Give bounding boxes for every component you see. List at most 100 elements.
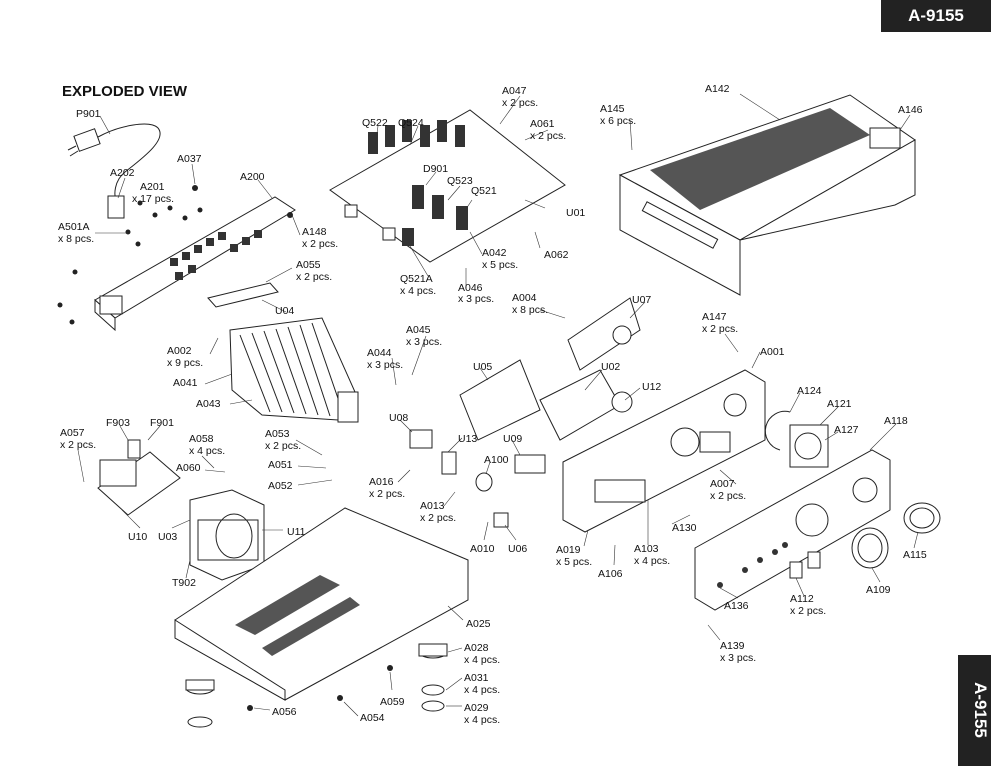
label-a058: A058 xyxy=(189,433,214,445)
label-a124: A124 xyxy=(797,385,822,397)
label-u02: U02 xyxy=(601,361,620,373)
label-u13: U13 xyxy=(458,433,477,445)
label-a060: A060 xyxy=(176,462,201,474)
part-labels: P901 A202 A037 A201 x 17 pcs. A200 A501A… xyxy=(58,83,927,726)
label-a136: A136 xyxy=(724,600,749,612)
label-a057: A057 xyxy=(60,427,85,439)
qty-a061: x 2 pcs. xyxy=(530,130,566,142)
label-f903: F903 xyxy=(106,417,130,429)
knob-a112-drawing xyxy=(789,551,821,579)
label-a010: A010 xyxy=(470,543,495,555)
label-a130: A130 xyxy=(672,522,697,534)
transformer-drawing xyxy=(189,489,265,581)
qty-a044: x 3 pcs. xyxy=(367,359,403,371)
qty-a103: x 4 pcs. xyxy=(634,555,670,567)
screws-rear-drawing xyxy=(57,185,293,325)
knob-base-a121-drawing xyxy=(789,424,829,468)
label-u04: U04 xyxy=(275,305,294,317)
label-a051: A051 xyxy=(268,459,293,471)
label-a031: A031 xyxy=(464,672,489,684)
label-a059: A059 xyxy=(380,696,405,708)
qty-a501a: x 8 pcs. xyxy=(58,233,94,245)
label-q524: Q524 xyxy=(398,117,424,129)
label-a145: A145 xyxy=(600,103,625,115)
label-f901: F901 xyxy=(150,417,174,429)
label-a046: A046 xyxy=(458,282,483,294)
main-pcb-drawing xyxy=(329,109,566,263)
feet-drawing xyxy=(185,643,448,728)
fuse-board-drawing xyxy=(97,439,181,516)
label-a002: A002 xyxy=(167,345,192,357)
label-q521a: Q521A xyxy=(400,273,433,285)
label-a041: A041 xyxy=(173,377,198,389)
label-a044: A044 xyxy=(367,347,392,359)
label-a054: A054 xyxy=(360,712,385,724)
label-a148: A148 xyxy=(302,226,327,238)
label-a037: A037 xyxy=(177,153,202,165)
label-a147: A147 xyxy=(702,311,727,323)
qty-a201: x 17 pcs. xyxy=(132,193,174,205)
qty-a053: x 2 pcs. xyxy=(265,440,301,452)
qty-a148: x 2 pcs. xyxy=(302,238,338,250)
heat-sink-drawing xyxy=(207,282,359,423)
leader-lines xyxy=(77,93,919,717)
label-a028: A028 xyxy=(464,642,489,654)
knob-a115-drawing xyxy=(903,502,941,534)
label-a045: A045 xyxy=(406,324,431,336)
model-badge-side: A-9155 xyxy=(958,655,991,766)
label-a001: A001 xyxy=(760,346,785,358)
qty-a145: x 6 pcs. xyxy=(600,115,636,127)
qty-a002: x 9 pcs. xyxy=(167,357,203,369)
label-a112: A112 xyxy=(790,593,814,605)
label-a501a: A501A xyxy=(58,221,90,233)
pcb-u05-u02-drawing xyxy=(459,297,641,441)
rear-panel-drawing xyxy=(94,196,296,332)
label-t902: T902 xyxy=(172,577,196,589)
qty-a139: x 3 pcs. xyxy=(720,652,756,664)
qty-q521a: x 4 pcs. xyxy=(400,285,436,297)
label-a047: A047 xyxy=(502,85,527,97)
label-a139: A139 xyxy=(720,640,745,652)
label-u05: U05 xyxy=(473,361,492,373)
label-u06: U06 xyxy=(508,543,527,555)
label-u09: U09 xyxy=(503,433,522,445)
label-u10: U10 xyxy=(128,531,147,543)
model-badge-top: A-9155 xyxy=(881,0,991,32)
qty-a055: x 2 pcs. xyxy=(296,271,332,283)
label-q522: Q522 xyxy=(362,117,388,129)
label-a202: A202 xyxy=(110,167,135,179)
qty-a004: x 8 pcs. xyxy=(512,304,548,316)
qty-a147: x 2 pcs. xyxy=(702,323,738,335)
label-d901: D901 xyxy=(423,163,448,175)
knob-a109-drawing xyxy=(851,527,889,569)
label-a062: A062 xyxy=(544,249,569,261)
qty-a047: x 2 pcs. xyxy=(502,97,538,109)
label-a043: A043 xyxy=(196,398,221,410)
label-a019: A019 xyxy=(556,544,581,556)
label-a100: A100 xyxy=(484,454,509,466)
label-a106: A106 xyxy=(598,568,623,580)
label-u11: U11 xyxy=(287,526,306,538)
qty-a019: x 5 pcs. xyxy=(556,556,592,568)
small-parts-drawing xyxy=(409,429,546,528)
label-a200: A200 xyxy=(240,171,265,183)
label-p901: P901 xyxy=(76,108,101,120)
label-u01: U01 xyxy=(566,207,585,219)
label-a201: A201 xyxy=(140,181,165,193)
label-a115: A115 xyxy=(903,549,927,561)
label-a042: A042 xyxy=(482,247,507,259)
qty-a057: x 2 pcs. xyxy=(60,439,96,451)
label-a142: A142 xyxy=(705,83,730,95)
label-a109: A109 xyxy=(866,584,891,596)
model-badge-side-text: A-9155 xyxy=(971,682,990,738)
label-a056: A056 xyxy=(272,706,297,718)
label-q523: Q523 xyxy=(447,175,473,187)
label-a061: A061 xyxy=(530,118,555,130)
qty-a007: x 2 pcs. xyxy=(710,490,746,502)
label-u12: U12 xyxy=(642,381,661,393)
label-a103: A103 xyxy=(634,543,659,555)
qty-a028: x 4 pcs. xyxy=(464,654,500,666)
qty-a029: x 4 pcs. xyxy=(464,714,500,726)
qty-a045: x 3 pcs. xyxy=(406,336,442,348)
label-a146: A146 xyxy=(898,104,923,116)
